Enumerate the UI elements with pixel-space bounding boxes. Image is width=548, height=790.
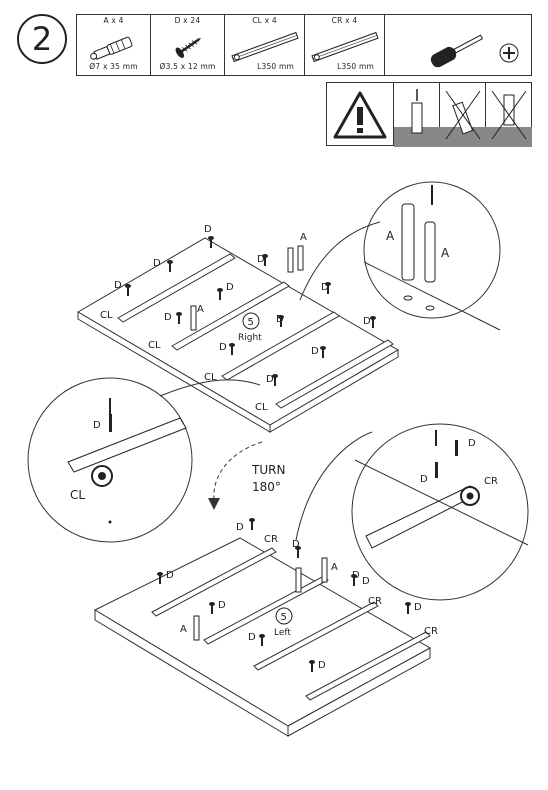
label-left: Left — [274, 628, 291, 638]
label-d: D — [468, 438, 476, 449]
label-d: D — [321, 282, 329, 293]
part-a: A x 4 Ø7 x 35 mm — [77, 15, 151, 75]
warning-cell — [327, 83, 394, 145]
label-d: D — [114, 280, 122, 291]
label-d: D — [248, 632, 256, 643]
label-d: D — [93, 420, 101, 431]
screw-icon — [175, 37, 202, 58]
upper-panel — [77, 181, 501, 433]
callout-labels: D D D D D D D D D D D D A A CL CL CL CL … — [70, 224, 498, 671]
label-d: D — [257, 254, 265, 265]
label-d: D — [266, 374, 274, 385]
part-cl-dim: L350 mm — [257, 62, 294, 71]
correct-insertion-panel — [394, 83, 440, 147]
step-number: 2 — [17, 14, 67, 64]
number-5-circle — [242, 312, 260, 330]
cam-dowel-icon — [90, 36, 133, 60]
label-cr: CR — [424, 626, 438, 637]
wrong-depth-icon — [486, 90, 532, 147]
label-turn-degrees: 180° — [252, 480, 281, 494]
label-right: Right — [238, 333, 262, 343]
rail-icon — [311, 31, 379, 63]
warning-panel — [326, 82, 532, 147]
part-a-dim: Ø7 x 35 mm — [89, 62, 138, 71]
label-a: A — [300, 232, 307, 243]
label-a: A — [386, 229, 395, 243]
label-d: D — [219, 342, 227, 353]
label-cr: CR — [264, 534, 278, 545]
label-d: D — [362, 576, 370, 587]
cr-detail — [295, 423, 529, 601]
label-cl: CL — [255, 402, 268, 413]
label-d: D — [292, 539, 300, 550]
part-cr-dim: L350 mm — [337, 62, 374, 71]
label-d: D — [420, 474, 428, 485]
label-d: D — [226, 282, 234, 293]
label-five: 5 — [248, 317, 254, 328]
label-d: D — [164, 312, 172, 323]
step-number-text: 2 — [31, 20, 53, 58]
label-d: D — [318, 660, 326, 671]
parts-list: A x 4 Ø7 x 35 mm D x 24 — [76, 14, 532, 76]
part-cr: CR x 4 L350 mm — [305, 15, 385, 75]
label-five: 5 — [281, 612, 287, 623]
label-a: A — [197, 304, 204, 315]
wrong-angle-icon — [440, 90, 486, 147]
label-d: D — [363, 316, 371, 327]
label-turn: TURN — [251, 463, 285, 477]
label-cl: CL — [70, 488, 85, 502]
label-cr: CR — [368, 596, 382, 607]
part-d-qty: D x 24 — [174, 16, 201, 25]
part-d-dim: Ø3.5 x 12 mm — [159, 62, 216, 71]
phillips-screwdriver-icon — [430, 34, 519, 68]
part-d: D x 24 Ø3.5 x 12 mm — [151, 15, 225, 75]
part-cl-qty: CL x 4 — [252, 16, 277, 25]
label-d: D — [204, 224, 212, 235]
part-cr-qty: CR x 4 — [331, 16, 358, 25]
label-d: D — [166, 570, 174, 581]
label-d: D — [236, 522, 244, 533]
label-a: A — [331, 562, 338, 573]
cl-detail — [27, 377, 261, 543]
wrong-depth-panel — [486, 83, 532, 147]
number-5-circle — [275, 607, 293, 625]
part-cl: CL x 4 L350 mm — [225, 15, 305, 75]
label-cl: CL — [100, 310, 113, 321]
label-d: D — [414, 602, 422, 613]
label-cl: CL — [204, 372, 217, 383]
label-a: A — [441, 246, 450, 260]
rail-icon — [231, 31, 299, 63]
label-d: D — [352, 570, 360, 581]
label-d: D — [218, 600, 226, 611]
warning-triangle-icon — [333, 91, 387, 139]
label-d: D — [311, 346, 319, 357]
lower-panel — [93, 518, 432, 737]
label-cr: CR — [484, 476, 498, 487]
label-a: A — [180, 624, 187, 635]
part-a-qty: A x 4 — [103, 16, 124, 25]
correct-insertion-icon — [394, 89, 440, 147]
label-d: D — [276, 314, 284, 325]
label-d: D — [153, 258, 161, 269]
turn-arrow-icon — [208, 441, 263, 510]
tool-cell — [385, 15, 531, 75]
wrong-angle-panel — [440, 83, 486, 147]
label-cl: CL — [148, 340, 161, 351]
